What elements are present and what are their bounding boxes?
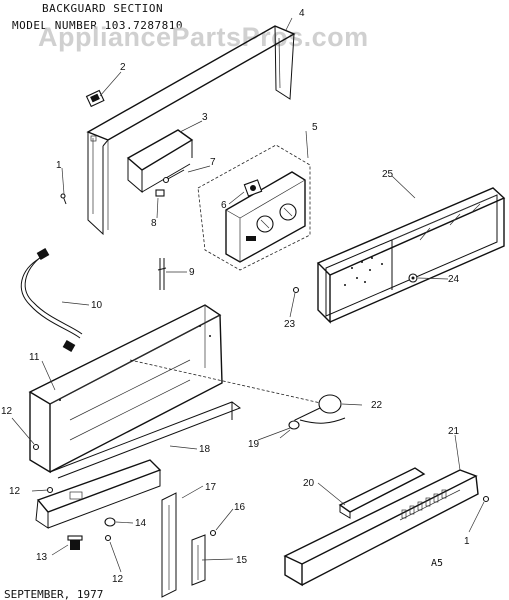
- part-1-screw-left: [60, 193, 67, 205]
- callout-12-top: 12: [1, 406, 13, 417]
- callout-25: 25: [382, 169, 394, 180]
- callout-4: 4: [299, 8, 305, 19]
- part-22-light-socket: [288, 394, 346, 430]
- part-14-grommet: [104, 517, 116, 527]
- model-number: MODEL NUMBER 103.7287810: [12, 19, 183, 32]
- callout-11: 11: [29, 352, 40, 363]
- leader-lines: [11, 17, 485, 573]
- callout-5: 5: [312, 122, 318, 133]
- callout-12-bottom: 12: [112, 574, 124, 585]
- part-bottom-housing: [35, 459, 162, 529]
- callout-21: 21: [448, 426, 460, 437]
- part-21-front-trim: [283, 469, 479, 587]
- part-17-bracket: [161, 492, 177, 598]
- part-10-power-cord: [20, 248, 83, 352]
- part-16-screw: [209, 529, 217, 537]
- callout-14: 14: [135, 518, 147, 529]
- callout-9: 9: [189, 267, 195, 278]
- callout-1-left: 1: [56, 160, 62, 171]
- part-13-switch: [67, 535, 83, 550]
- part-7-screw: [162, 169, 185, 184]
- part-2-switch: [85, 89, 105, 108]
- callout-7: 7: [210, 157, 216, 168]
- part-9-clip: [157, 258, 167, 290]
- footer-page-code: A5: [431, 558, 443, 569]
- callout-8: 8: [151, 218, 157, 229]
- callout-12-middle: 12: [9, 486, 21, 497]
- part-5-clock-assembly: [197, 144, 311, 271]
- footer-date: SEPTEMBER, 1977: [4, 588, 103, 600]
- callout-10: 10: [91, 300, 103, 311]
- callout-13: 13: [36, 552, 48, 563]
- callout-23: 23: [284, 319, 296, 330]
- part-12-screws: [32, 443, 112, 542]
- part-19-wire: [279, 429, 291, 439]
- part-25-glass-panel: [316, 187, 506, 324]
- part-3-bracket: [126, 129, 194, 194]
- callout-6: 6: [221, 200, 227, 211]
- callout-3: 3: [202, 112, 208, 123]
- callout-22: 22: [371, 400, 383, 411]
- callout-1-right: 1: [464, 536, 470, 547]
- part-20-handle: [338, 467, 426, 519]
- part-11-lower-panel: [28, 304, 326, 474]
- part-18-trim-strip: [49, 401, 242, 479]
- part-15-bracket: [191, 534, 206, 586]
- part-24-nut: [408, 273, 418, 283]
- part-1-screw-right: [482, 495, 490, 503]
- callout-2: 2: [120, 62, 126, 73]
- callout-labels: 4 2 3 5 7 1 25 6 8 9 24 10 23 11 22 12 2…: [1, 8, 470, 585]
- vent-slots: [401, 489, 447, 519]
- part-8-clip: [155, 189, 165, 197]
- part-23-screw: [292, 286, 300, 294]
- callout-24: 24: [448, 274, 460, 285]
- section-title: BACKGUARD SECTION: [42, 2, 163, 15]
- callout-15: 15: [236, 555, 248, 566]
- callout-20: 20: [303, 478, 315, 489]
- callout-16: 16: [234, 502, 246, 513]
- watermark-text: AppliancePartsPros.com: [38, 22, 369, 52]
- callout-19: 19: [248, 439, 260, 450]
- callout-17: 17: [205, 482, 217, 493]
- part-4-backguard: [86, 25, 296, 236]
- callout-18: 18: [199, 444, 211, 455]
